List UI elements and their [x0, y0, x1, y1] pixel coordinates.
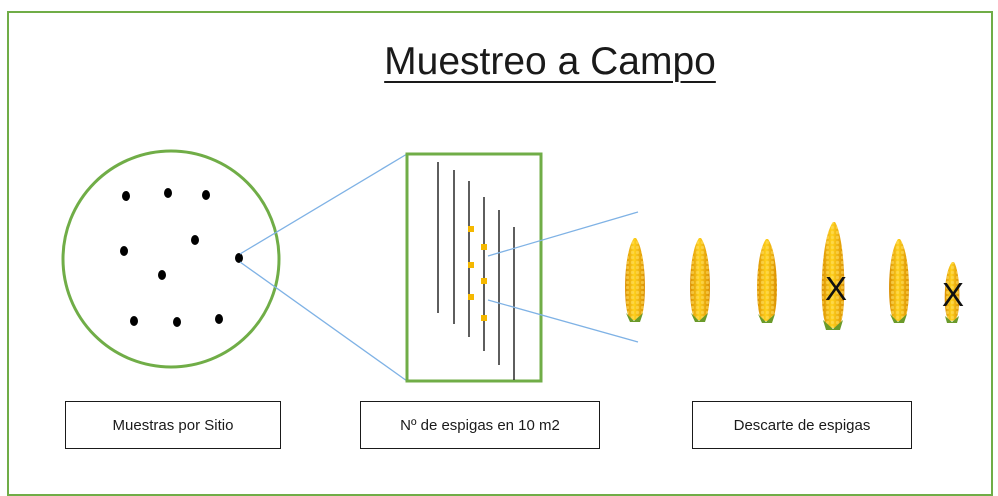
plant-marker	[468, 294, 474, 300]
sample-dot	[215, 314, 223, 324]
label-text: Nº de espigas en 10 m2	[400, 416, 560, 434]
plant-markers	[468, 226, 487, 321]
zoom-connectors-right	[487, 211, 639, 343]
discard-x-icon: X	[942, 276, 964, 313]
label-text: Muestras por Sitio	[112, 416, 234, 434]
zoom-connectors-left	[239, 153, 408, 382]
sample-dot	[173, 317, 181, 327]
corn-cob-icon	[889, 239, 909, 323]
corn-cob-icon	[757, 239, 777, 323]
plant-marker	[481, 244, 487, 250]
corn-cob-icon	[690, 238, 710, 322]
crop-rows	[437, 162, 515, 380]
discard-x-icon: X	[825, 270, 847, 307]
corn-cob-icon	[625, 238, 645, 322]
corn-cob-icon	[821, 222, 845, 330]
sample-dot	[164, 188, 172, 198]
sample-dot	[120, 246, 128, 256]
plant-marker	[468, 262, 474, 268]
label-text: Descarte de espigas	[733, 416, 871, 434]
plant-marker	[481, 278, 487, 284]
sample-dot	[122, 191, 130, 201]
corn-cob-icon	[944, 262, 960, 323]
site-circle	[61, 149, 281, 369]
page-title: Muestreo a Campo	[384, 40, 716, 83]
diagram-canvas: X X	[61, 149, 964, 383]
sample-dot	[158, 270, 166, 280]
sample-dot	[130, 316, 138, 326]
label-muestras-por-sitio: Muestras por Sitio	[65, 401, 281, 449]
sample-dots	[120, 188, 243, 327]
label-descarte-espigas: Descarte de espigas	[692, 401, 912, 449]
sample-dot	[202, 190, 210, 200]
sample-dot	[191, 235, 199, 245]
corn-cobs	[625, 222, 960, 330]
sample-dot	[235, 253, 243, 263]
plant-marker	[481, 315, 487, 321]
plant-marker	[468, 226, 474, 232]
label-espigas-10m2: Nº de espigas en 10 m2	[360, 401, 600, 449]
